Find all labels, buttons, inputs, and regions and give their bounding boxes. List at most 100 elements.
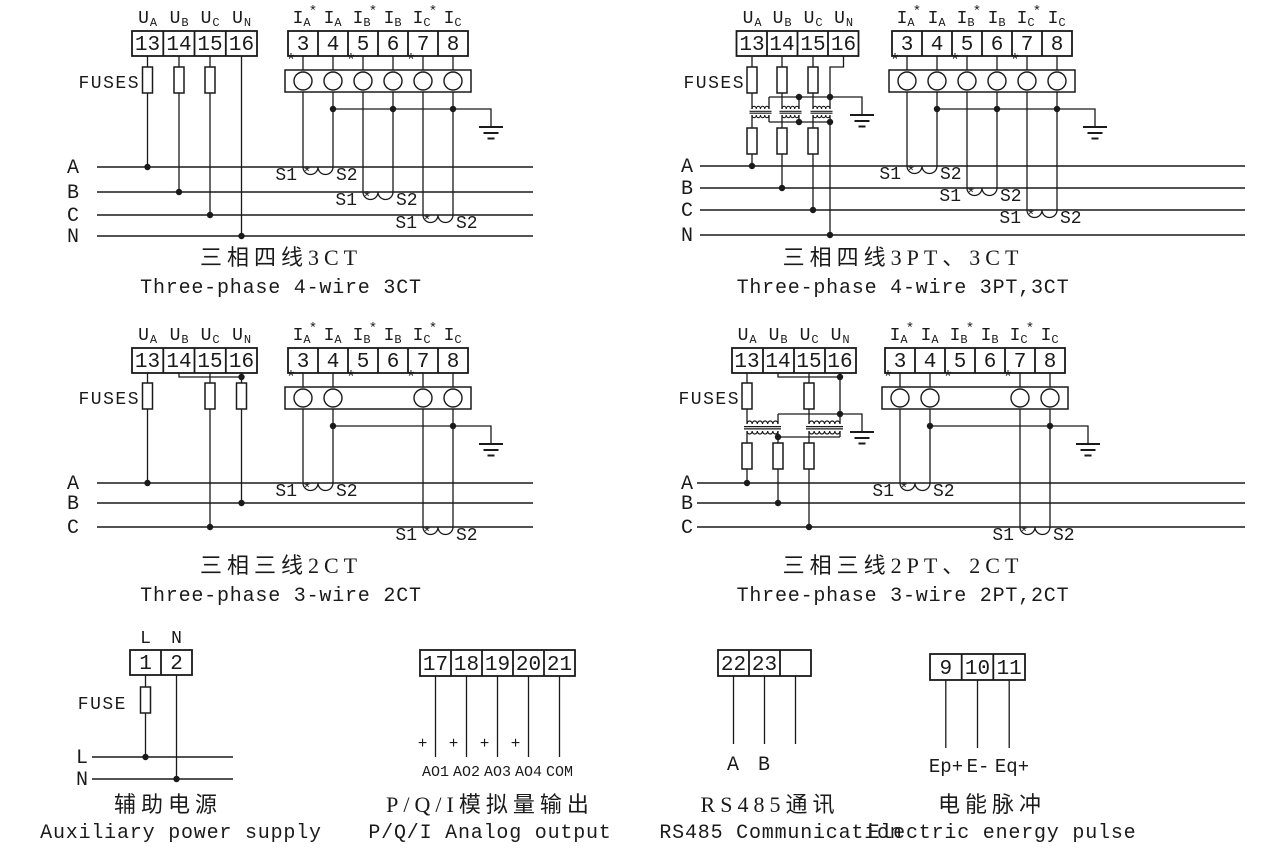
fuse-icon: [741, 382, 753, 410]
phase-label: B: [67, 182, 79, 205]
terminal-label: I: [950, 326, 961, 346]
terminal-number: 14: [166, 34, 191, 57]
terminal-label: U: [138, 326, 149, 346]
terminal-label: I: [1041, 326, 1052, 346]
ct-s1-label: S1: [335, 191, 357, 211]
fuses-label: FUSES: [683, 74, 745, 94]
terminal-label: I: [324, 9, 335, 29]
polarity-star: *: [973, 4, 981, 20]
terminal-number: 4: [327, 351, 340, 374]
phase-label: N: [67, 226, 79, 249]
terminal-label: I: [444, 9, 455, 29]
title-en: P/Q/I Analog output: [368, 822, 611, 845]
terminal-label-sub: N: [842, 333, 849, 347]
polarity-star: *: [899, 481, 908, 498]
polarity-star: *: [966, 186, 975, 203]
terminal-strip-icon: [881, 386, 1069, 410]
terminal-number: 3: [297, 34, 310, 57]
terminal-label-sub: B: [991, 333, 998, 347]
title-zh: 三相四线3PT、3CT: [783, 245, 1024, 270]
terminal-label: U: [201, 326, 212, 346]
phase-label: A: [681, 156, 693, 179]
current-terminal-box: 3 4 5 6 7 8: [884, 347, 1066, 374]
terminal-label-sub: A: [907, 16, 915, 30]
terminal-number: 6: [991, 34, 1004, 57]
fuse-icon: [141, 382, 154, 410]
ct-s1-label: S1: [992, 526, 1014, 546]
polarity-star: *: [1026, 321, 1034, 337]
wires: [146, 56, 492, 236]
current-terminal-box: 3 4 5 6 7 8: [287, 30, 469, 57]
terminal-label: I: [444, 326, 455, 346]
terminal-label-sub: A: [303, 333, 311, 347]
terminal-number: 8: [447, 351, 460, 374]
terminal-label: I: [293, 326, 304, 346]
ct-s1-label: S1: [275, 482, 297, 502]
ground-icon: [1082, 126, 1108, 140]
terminal-number: 3: [297, 351, 310, 374]
fuse-icon: [746, 127, 758, 155]
terminal-label-sub: A: [303, 16, 311, 30]
terminal-label-sub: A: [150, 16, 158, 30]
phase-label: B: [681, 178, 693, 201]
ct-s2-label: S2: [1053, 526, 1075, 546]
ct-phase-c: S1 * S2: [395, 213, 477, 234]
current-terminal-box: 3 4 5 6 7 8: [287, 347, 469, 374]
terminal-label-sub: N: [846, 16, 853, 30]
terminal-number: 13: [734, 351, 759, 374]
ct-s2-label: S2: [940, 165, 962, 185]
phase-label: A: [681, 473, 693, 496]
ct-s2-label: S2: [1000, 187, 1022, 207]
polarity-star: *: [362, 190, 371, 207]
terminal-number: 23: [752, 654, 777, 677]
polarity-star: *: [966, 321, 974, 337]
terminal-number: 15: [800, 34, 825, 57]
ground-icon: [849, 431, 875, 445]
fuse-icon: [807, 66, 819, 94]
terminal-label-sub: C: [1051, 333, 1058, 347]
terminal-label-sub: C: [454, 16, 461, 30]
terminal-label-sub: C: [1058, 16, 1065, 30]
terminal-number: 9: [939, 658, 952, 681]
terminal-number: 16: [827, 351, 852, 374]
terminal-label-sub: B: [394, 16, 401, 30]
polarity-star: *: [369, 321, 377, 337]
terminal-number: 7: [417, 351, 430, 374]
terminal-number: 20: [516, 654, 541, 677]
terminal-label: U: [138, 9, 149, 29]
ct-phase-b: S1 * S2: [335, 190, 417, 211]
terminal-label: I: [293, 9, 304, 29]
ct-s2-label: S2: [456, 214, 478, 234]
polarity-star: *: [286, 369, 296, 388]
polarity-star: *: [883, 369, 893, 388]
terminal-label-sub: C: [811, 333, 818, 347]
terminal-label: I: [957, 9, 968, 29]
terminal-number: 15: [197, 34, 222, 57]
terminal-number: 13: [739, 34, 764, 57]
terminal-label-sub: C: [454, 333, 461, 347]
wire-label: Eq+: [995, 756, 1029, 778]
ct-phase-a: S1 * S2: [872, 481, 954, 502]
fuse-icon: [204, 382, 216, 410]
fuse-icon: [803, 442, 815, 470]
terminal-label-sub: A: [150, 333, 158, 347]
line-label: L: [76, 747, 88, 770]
terminal-label: I: [324, 326, 335, 346]
ct-s1-label: S1: [872, 482, 894, 502]
fuses-label: FUSES: [78, 390, 140, 410]
title-en: Electric energy pulse: [868, 822, 1137, 845]
terminal-number: 3: [901, 34, 914, 57]
plus-sign: +: [418, 735, 428, 753]
voltage-terminal-box: 13 14 15 16: [131, 347, 258, 374]
voltage-terminal-box: 13 14 15 16: [731, 347, 857, 374]
supply-lines: [92, 756, 233, 780]
terminal-label-sub: C: [212, 16, 219, 30]
title-zh: 电能脉冲: [938, 792, 1046, 817]
terminal-label-sub: B: [363, 333, 370, 347]
terminal-label: I: [890, 326, 901, 346]
voltage-terminal-box: 13 14 15 16: [131, 30, 258, 57]
wire-label: B: [758, 754, 770, 777]
